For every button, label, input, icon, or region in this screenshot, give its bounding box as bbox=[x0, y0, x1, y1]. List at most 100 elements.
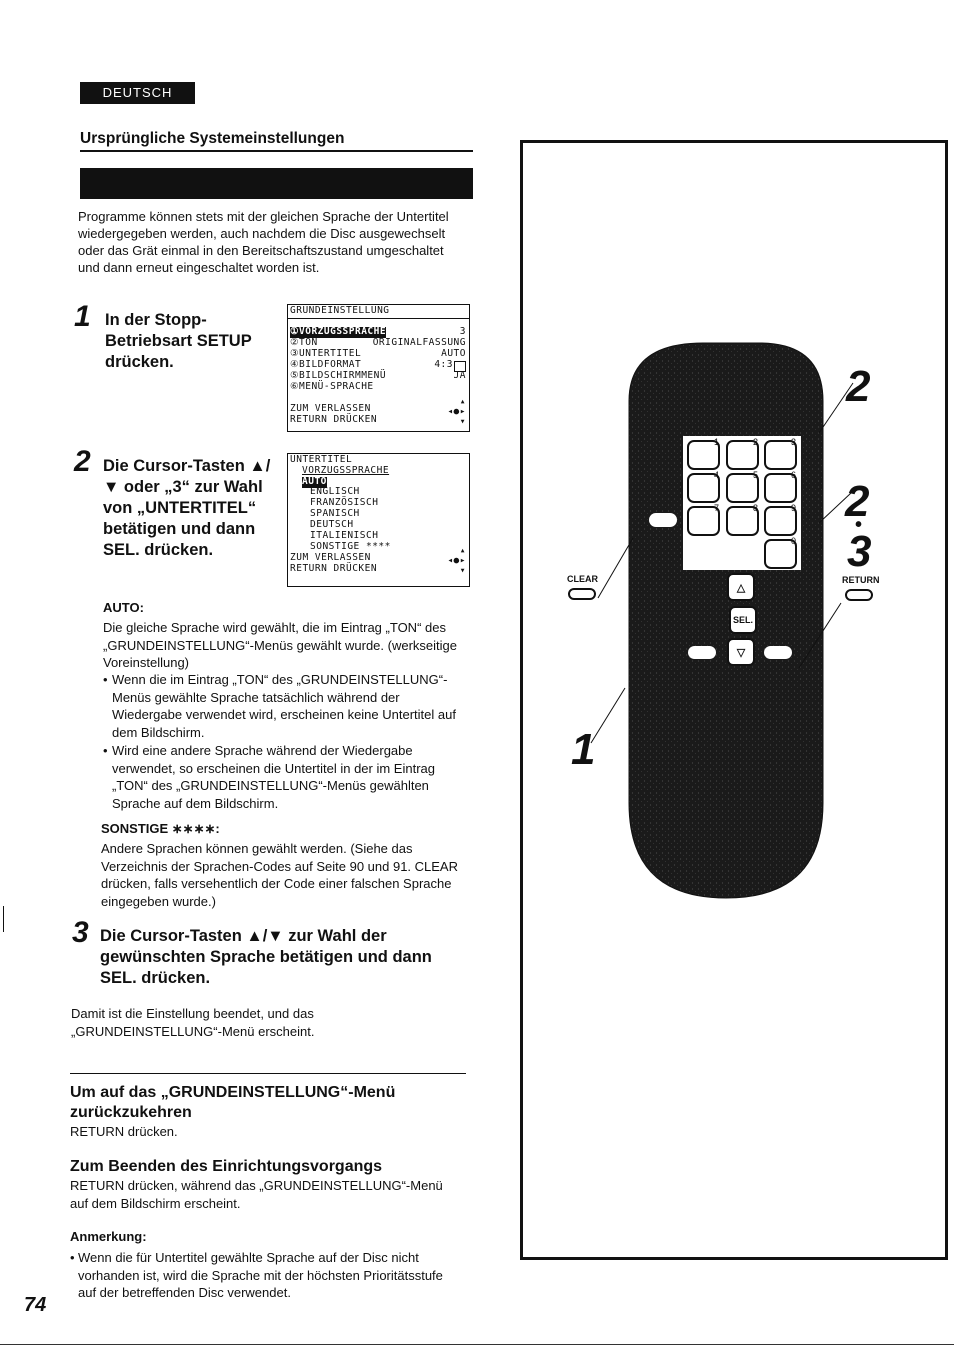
step-1-number: 1 bbox=[74, 300, 91, 333]
osd1-row-3-value: 4:3 bbox=[434, 359, 453, 370]
remote-body-svg bbox=[590, 342, 854, 899]
arrow-up-icon: ▴ bbox=[459, 396, 466, 407]
osd2-item-3: FRANZÖSISCH bbox=[310, 497, 379, 508]
return-text: RETURN drücken. bbox=[70, 1124, 178, 1139]
triangle-down-icon: ▿ bbox=[736, 642, 746, 662]
osd-subtitle-menu: UNTERTITEL VORZUGSSPRACHE AUTO ENGLISCH … bbox=[287, 453, 470, 587]
language-tab: DEUTSCH bbox=[80, 82, 195, 104]
sel-button-label: SEL. bbox=[732, 615, 753, 625]
section-title: Ursprüngliche Systemeinstellungen bbox=[80, 130, 345, 147]
key-0-label: 0 bbox=[791, 536, 797, 546]
key-2[interactable] bbox=[726, 440, 759, 470]
osd2-item-5: DEUTSCH bbox=[310, 519, 354, 530]
arrow-leftright-icon: ◂●▸ bbox=[447, 555, 466, 566]
osd2-item-6: ITALIENISCH bbox=[310, 530, 379, 541]
section-rule bbox=[80, 150, 473, 152]
key-6[interactable] bbox=[764, 473, 797, 503]
callout-line-clear bbox=[597, 537, 634, 599]
sonstige-heading: SONSTIGE ∗∗∗∗: bbox=[101, 821, 220, 836]
step-2-number: 2 bbox=[74, 445, 91, 478]
nav-pill-right bbox=[764, 646, 792, 659]
clear-label: CLEAR bbox=[567, 574, 598, 584]
bullet-icon: • bbox=[103, 672, 108, 687]
key-4-label: 4 bbox=[714, 470, 720, 480]
bullet-icon: • bbox=[103, 743, 108, 758]
key-9-label: 9 bbox=[791, 503, 797, 513]
return-label: RETURN bbox=[842, 575, 880, 585]
cursor-down-button[interactable]: ▿ bbox=[727, 638, 755, 666]
key-6-label: 6 bbox=[791, 470, 797, 480]
title-bar bbox=[80, 168, 473, 199]
remote-illustration-frame bbox=[520, 140, 948, 1260]
page-number: 74 bbox=[24, 1294, 47, 1316]
osd1-footer-2: RETURN DRÜCKEN bbox=[290, 414, 378, 425]
note-heading: Anmerkung: bbox=[70, 1229, 147, 1244]
callout-line-return bbox=[798, 602, 842, 669]
arrow-down-icon: ▾ bbox=[459, 565, 466, 576]
osd1-title: GRUNDEINSTELLUNG bbox=[290, 305, 390, 316]
key-5[interactable] bbox=[726, 473, 759, 503]
osd1-row-4-label: ⑤BILDSCHIRMMENÜ bbox=[290, 370, 387, 381]
clear-button[interactable] bbox=[568, 588, 596, 600]
key-1-label: 1 bbox=[714, 437, 720, 447]
divider bbox=[70, 1073, 466, 1075]
key-8[interactable] bbox=[726, 506, 759, 536]
osd2-item-4: SPANISCH bbox=[310, 508, 360, 519]
step-3-number: 3 bbox=[72, 916, 89, 949]
step-1-text: In der Stopp-Betriebsart SETUP drücken. bbox=[105, 311, 252, 371]
key-9[interactable] bbox=[764, 506, 797, 536]
end-text: RETURN drücken, während das „GRUNDEINSTE… bbox=[70, 1178, 443, 1211]
osd1-footer-1: ZUM VERLASSEN bbox=[290, 403, 371, 414]
osd1-row-5-label: ⑥MENÜ-SPRACHE bbox=[290, 381, 374, 392]
aspect-icon bbox=[454, 361, 466, 372]
sel-button[interactable]: SEL. bbox=[729, 606, 757, 634]
osd2-item-highlight: AUTO bbox=[302, 476, 327, 488]
osd2-title: UNTERTITEL bbox=[290, 454, 353, 465]
return-button[interactable] bbox=[845, 589, 873, 601]
osd2-subtitle: VORZUGSSPRACHE bbox=[302, 465, 390, 476]
auto-bullet-1-text: Wenn die im Eintrag „TON“ des „GRUNDEINS… bbox=[112, 672, 456, 740]
key-7[interactable] bbox=[687, 506, 720, 536]
bottom-rule bbox=[0, 1344, 954, 1345]
osd1-row-1-label: ②TON bbox=[290, 337, 318, 348]
osd1-title-rule bbox=[288, 318, 469, 319]
callout-line-bottom bbox=[590, 687, 626, 744]
key-0[interactable] bbox=[764, 539, 797, 569]
arrow-leftright-icon: ◂●▸ bbox=[447, 406, 466, 417]
osd1-highlight-row: ①VORZUGSSPRACHE bbox=[290, 326, 387, 338]
key-4[interactable] bbox=[687, 473, 720, 503]
callout-2-top: 2 bbox=[846, 362, 871, 411]
osd1-row-2-label: ③UNTERTITEL bbox=[290, 348, 362, 359]
auto-text: Die gleiche Sprache wird gewählt, die im… bbox=[103, 620, 457, 670]
key-3-label: 3 bbox=[791, 437, 797, 447]
auto-bullet-2-text: Wird eine andere Sprache während der Wie… bbox=[112, 743, 435, 811]
nav-pill-left bbox=[688, 646, 716, 659]
osd-setup-menu: GRUNDEINSTELLUNG ①VORZUGSSPRACHE 3 ②TON … bbox=[287, 304, 470, 432]
key-7-label: 7 bbox=[714, 503, 720, 513]
key-3[interactable] bbox=[764, 440, 797, 470]
bullet-icon: • bbox=[70, 1250, 75, 1265]
callout-2-mid: 2 bbox=[845, 477, 870, 526]
cursor-up-button[interactable]: ▵ bbox=[727, 573, 755, 601]
osd1-highlight-right: 3 bbox=[459, 326, 466, 337]
key-1[interactable] bbox=[687, 440, 720, 470]
osd2-footer-2: RETURN DRÜCKEN bbox=[290, 563, 378, 574]
osd1-row-1-value: ORIGINALFASSUNG bbox=[372, 337, 466, 348]
callout-dot: • bbox=[855, 514, 863, 536]
key-2-label: 2 bbox=[753, 437, 759, 447]
step-3-result: Damit ist die Einstellung beendet, und d… bbox=[71, 1006, 315, 1039]
osd1-row-2-value: AUTO bbox=[441, 348, 466, 359]
step-3-text: Die Cursor-Tasten ▲/▼ zur Wahl der gewün… bbox=[100, 927, 432, 987]
key-8-label: 8 bbox=[753, 503, 759, 513]
step-2-text: Die Cursor-Tasten ▲/▼ oder „3“ zur Wahl … bbox=[103, 457, 271, 559]
triangle-up-icon: ▵ bbox=[736, 577, 746, 597]
auto-bullet-1: • Wenn die im Eintrag „TON“ des „GRUNDEI… bbox=[103, 671, 458, 741]
osd2-item-2: ENGLISCH bbox=[310, 486, 360, 497]
note-text: Wenn die für Untertitel gewählte Sprache… bbox=[78, 1250, 443, 1300]
callout-line-mid bbox=[818, 492, 852, 524]
osd2-item-7: SONSTIGE **** bbox=[310, 541, 391, 552]
note: • Wenn die für Untertitel gewählte Sprac… bbox=[70, 1249, 460, 1302]
osd2-footer-1: ZUM VERLASSEN bbox=[290, 552, 371, 563]
remote-body bbox=[628, 342, 824, 899]
side-pill-left bbox=[649, 513, 677, 527]
